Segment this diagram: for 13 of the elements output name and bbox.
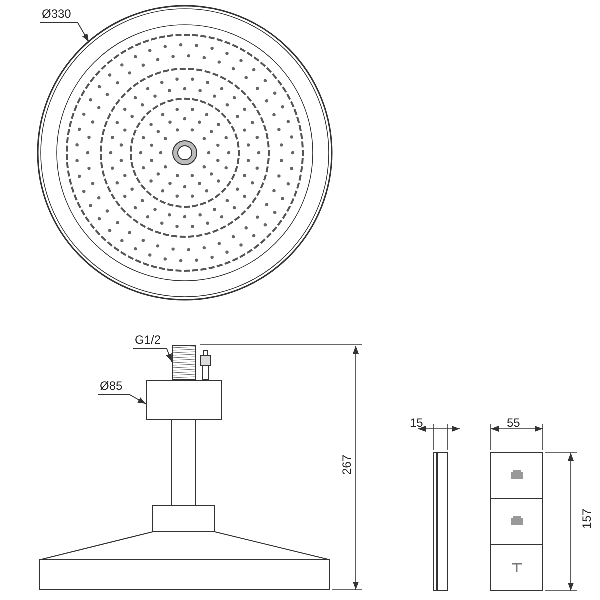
shower-head-drawing — [37, 5, 333, 301]
leader-line — [132, 348, 172, 362]
dimension-label: Ø330 — [42, 7, 72, 21]
threaded-pipe — [172, 345, 196, 380]
dimension-label: 15 — [410, 416, 424, 430]
leader-line — [40, 22, 90, 42]
dimension-label: Ø85 — [100, 379, 123, 393]
dimension-label: 267 — [340, 454, 354, 476]
dimension-label: 55 — [507, 416, 520, 430]
dimension-label: G1/2 — [135, 333, 162, 347]
leader-line — [98, 394, 146, 404]
mounting-block — [146, 380, 222, 420]
dimension-label: 157 — [580, 508, 594, 530]
